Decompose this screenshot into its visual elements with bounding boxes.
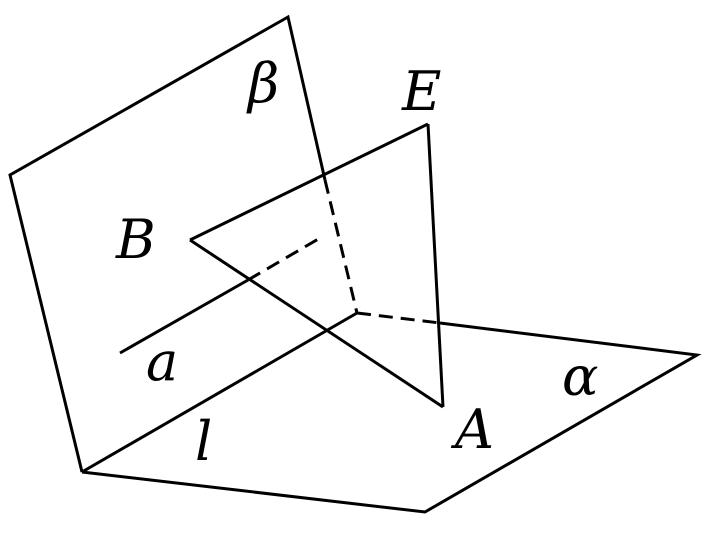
plane-beta-edges: [8, 14, 327, 473]
line-a-visible: [119, 278, 249, 355]
label-beta: β: [246, 52, 279, 115]
segment-BE: [189, 122, 429, 242]
label-E: E: [401, 60, 441, 123]
plane-beta-hidden-edge: [323, 179, 359, 314]
label-a: a: [146, 330, 178, 393]
label-l: l: [195, 410, 212, 473]
plane-beta: [8, 14, 359, 473]
segment-EA: [426, 123, 445, 408]
line-l: [81, 311, 358, 474]
label-A: A: [450, 398, 494, 461]
label-alpha: α: [562, 345, 598, 408]
plane-alpha: [81, 311, 702, 514]
triangle-ABE: [189, 122, 445, 409]
plane-alpha-edges: [81, 321, 702, 514]
line-a: [119, 236, 321, 355]
label-B: B: [115, 208, 156, 271]
plane-alpha-hidden-edge: [356, 311, 441, 325]
segment-BA: [189, 238, 444, 409]
line-a-hidden: [247, 236, 321, 282]
